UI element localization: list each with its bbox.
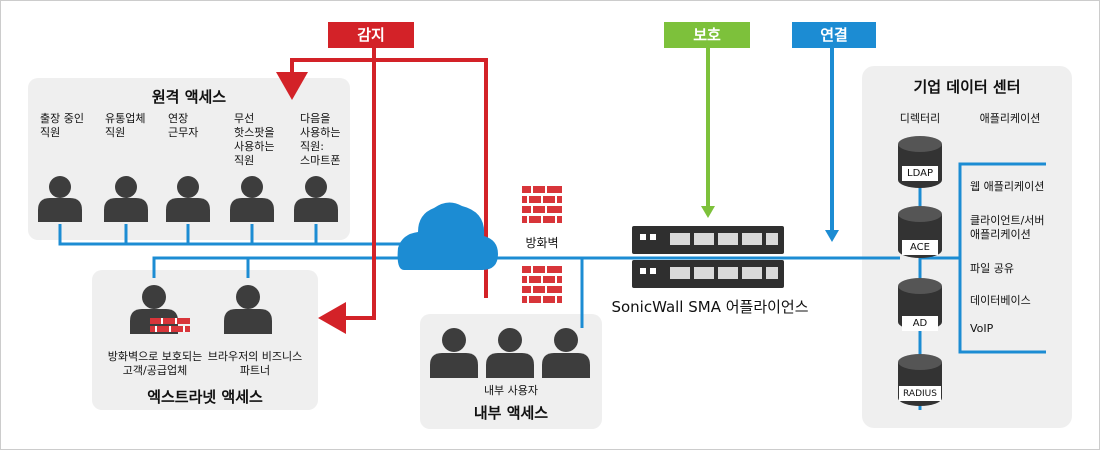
remote-access-panel	[28, 78, 350, 240]
user-icons	[38, 176, 590, 378]
monitor-arrows	[276, 36, 488, 334]
monitor-arrow-remote	[276, 58, 488, 298]
db-label-radius: RADIUS	[903, 389, 937, 399]
remote-user-label: 다음을 사용하는 직원: 스마트폰	[300, 112, 341, 167]
connect-arrow	[825, 48, 839, 242]
extranet-bus-line	[152, 256, 420, 278]
apps-header: 애플리케이션	[979, 112, 1041, 125]
extranet-user-label: 브라우저의 비즈니스 파트너	[207, 350, 303, 377]
internal-user-caption: 내부 사용자	[483, 384, 539, 397]
remote-access-title: 원격 액세스	[151, 88, 227, 106]
remote-user-label: 출장 중인 직원	[40, 112, 84, 139]
monitor-badge: 감지	[328, 22, 414, 48]
database-icon	[898, 206, 942, 258]
remote-user-label: 무선 핫스팟을 사용하는 직원	[234, 112, 275, 167]
extranet-user-label: 방화벽으로 보호되는 고객/공급업체	[107, 350, 203, 377]
remote-user-label: 유통업체 직원	[105, 112, 146, 139]
app-item: 클라이언트/서버 애플리케이션	[970, 214, 1045, 241]
user-icon	[486, 328, 534, 378]
user-icon	[224, 285, 272, 334]
database-icon	[898, 136, 942, 188]
protect-badge: 보호	[664, 22, 750, 48]
app-item: 데이터베이스	[970, 294, 1031, 307]
internal-access-title: 내부 액세스	[473, 404, 549, 422]
firewall-icon	[522, 266, 562, 303]
firewall-icon	[522, 186, 562, 223]
app-item: 웹 애플리케이션	[970, 180, 1045, 193]
cloud-icon	[397, 202, 498, 270]
app-item: 파일 공유	[970, 262, 1014, 275]
directory-header: 디렉터리	[899, 112, 941, 125]
protect-arrow	[701, 48, 715, 218]
extranet-access-title: 엑스트라넷 액세스	[147, 388, 263, 406]
user-icon	[104, 176, 148, 222]
appliance-icon	[632, 226, 784, 288]
connect-badge: 연결	[792, 22, 876, 48]
user-icon	[166, 176, 210, 222]
appliance-label: SonicWall SMA 어플라이언스	[611, 298, 809, 316]
firewall-label: 방화벽	[525, 236, 559, 250]
db-label-ace: ACE	[910, 242, 930, 253]
database-icon	[898, 354, 942, 406]
firewall-icon	[150, 318, 190, 332]
user-icon	[430, 328, 478, 378]
monitor-arrow-extranet	[318, 36, 376, 334]
user-icon	[294, 176, 338, 222]
datacenter-title: 기업 데이터 센터	[913, 78, 1021, 96]
database-stack	[898, 136, 942, 410]
user-icon	[230, 176, 274, 222]
app-bracket	[958, 162, 1046, 354]
database-icon	[898, 278, 942, 331]
remote-user-label: 연장 근무자	[168, 112, 199, 139]
user-icon	[542, 328, 590, 378]
db-label-ad: AD	[912, 318, 928, 329]
user-icon	[38, 176, 82, 222]
app-item: VoIP	[970, 322, 994, 335]
connection-lines	[58, 162, 1046, 354]
db-label-ldap: LDAP	[907, 168, 933, 179]
remote-bus-line	[58, 224, 420, 246]
